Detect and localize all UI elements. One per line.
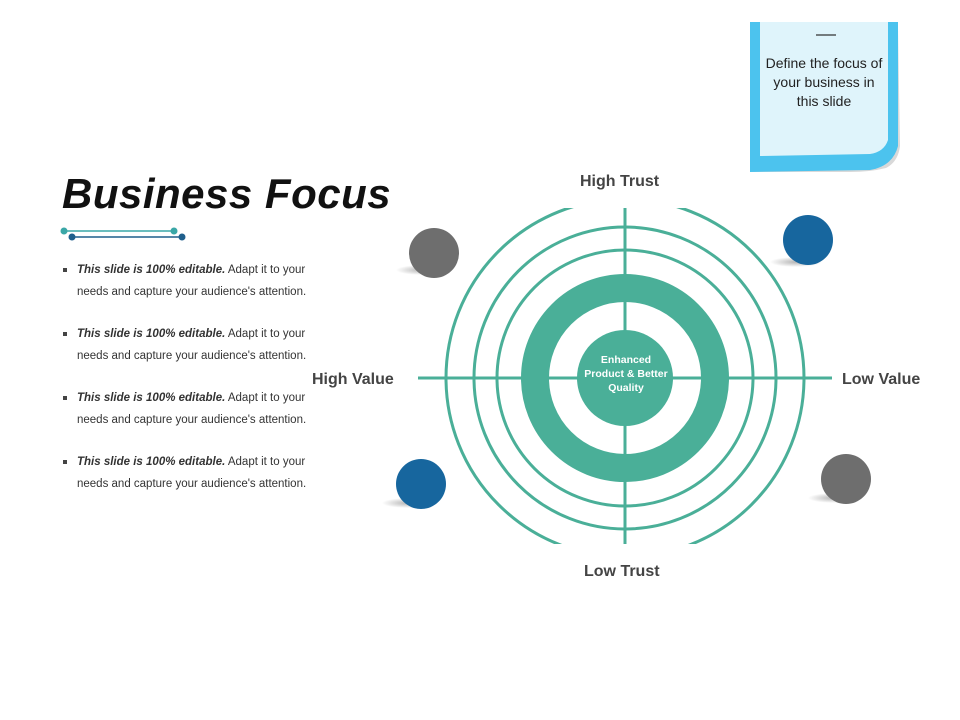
bullet-emphasis: This slide is 100% editable.: [77, 264, 226, 276]
bullet-text: Adapt it to your needs and capture your …: [77, 264, 307, 298]
bullet-text: Adapt it to your needs and capture your …: [77, 456, 307, 490]
bullet-emphasis: This slide is 100% editable.: [77, 328, 226, 340]
bullet-item: This slide is 100% editable. Adapt it to…: [62, 324, 312, 367]
gray-marker-bottom-right: [821, 454, 871, 504]
bullet-list: This slide is 100% editable. Adapt it to…: [62, 260, 312, 516]
label-high-trust: High Trust: [580, 173, 660, 190]
bullet-item: This slide is 100% editable. Adapt it to…: [62, 260, 312, 303]
blue-marker-bottom-left: [396, 459, 446, 509]
slide-title: Business Focus: [62, 170, 392, 217]
center-disc: [577, 330, 673, 426]
label-low-trust: Low Trust: [584, 563, 660, 580]
bullet-text: Adapt it to your needs and capture your …: [77, 328, 307, 362]
bullet-emphasis: This slide is 100% editable.: [77, 456, 226, 468]
center-label: Enhanced Product & Better Quality: [584, 354, 668, 394]
label-high-value: High Value: [312, 371, 394, 388]
bullet-item: This slide is 100% editable. Adapt it to…: [62, 452, 312, 495]
gray-marker-top-left: [409, 228, 459, 278]
bullet-emphasis: This slide is 100% editable.: [77, 392, 226, 404]
title-underline-decoration: [60, 227, 186, 241]
blue-marker-top-right: [783, 215, 833, 265]
bullet-item: This slide is 100% editable. Adapt it to…: [62, 388, 312, 431]
label-low-value: Low Value: [842, 371, 921, 388]
sticky-note: [750, 22, 900, 172]
sticky-note-text: Define the focus of your business in thi…: [765, 55, 883, 109]
bullet-text: Adapt it to your needs and capture your …: [77, 392, 307, 426]
